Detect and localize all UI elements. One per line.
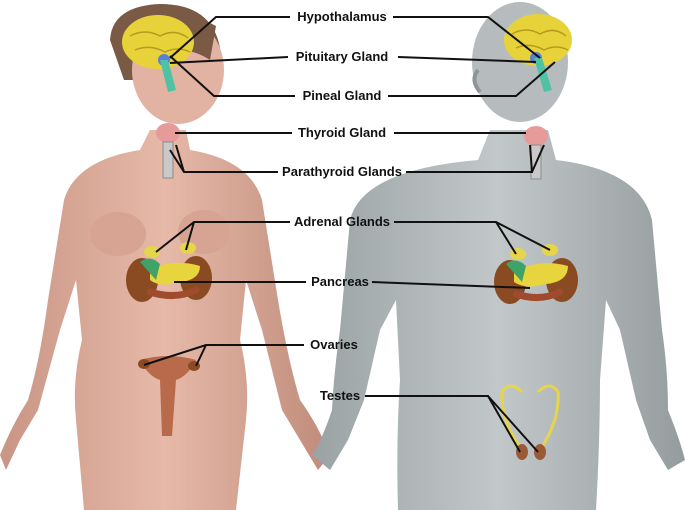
male-thyroid <box>524 126 548 146</box>
male-stomach <box>506 260 526 282</box>
leader-pineal-right <box>388 61 556 97</box>
leader-parathyroid-left <box>169 144 278 173</box>
female-stomach <box>140 258 160 280</box>
label-thyroid-gland: Thyroid Gland <box>297 125 387 140</box>
leader-pituitary-right <box>397 56 537 63</box>
male-testis-left <box>516 444 528 460</box>
male-figure <box>312 2 685 510</box>
male-vas-deferens <box>500 384 560 451</box>
female-trachea <box>162 141 174 179</box>
female-brain <box>122 15 194 69</box>
male-body <box>312 130 685 510</box>
label-testes: Testes <box>319 388 361 403</box>
female-breast-left <box>90 212 146 256</box>
label-pituitary-gland: Pituitary Gland <box>295 49 389 64</box>
female-brain-folds <box>129 31 191 53</box>
label-adrenal-glands: Adrenal Glands <box>293 214 391 229</box>
female-thyroid <box>156 123 180 143</box>
leader-pancreas-right <box>371 281 531 289</box>
male-ear <box>472 68 482 94</box>
leader-hypothalamus-right <box>393 16 541 59</box>
label-parathyroid-glands: Parathyroid Glands <box>282 164 402 179</box>
female-pancreas <box>150 262 200 285</box>
leader-ovaries <box>143 344 304 367</box>
female-adrenal-left <box>144 246 160 258</box>
female-intestine <box>146 286 200 299</box>
leader-hypothalamus-left <box>169 16 290 59</box>
female-adrenal-right <box>180 242 196 254</box>
leader-testes <box>365 395 539 453</box>
male-testis-right <box>534 444 546 460</box>
label-ovaries: Ovaries <box>310 337 358 352</box>
label-pancreas: Pancreas <box>311 274 369 289</box>
male-brainstem <box>534 58 552 92</box>
male-brain <box>504 14 572 66</box>
male-intestine <box>512 288 564 301</box>
leader-adrenal-right <box>394 221 551 255</box>
female-brainstem <box>160 60 176 92</box>
female-figure <box>0 4 330 510</box>
leader-parathyroid-right <box>406 144 545 173</box>
female-uterus <box>140 356 196 436</box>
male-pancreas <box>514 263 568 287</box>
female-body <box>0 130 330 510</box>
leader-pineal-left <box>169 55 295 97</box>
label-pineal-gland: Pineal Gland <box>302 88 382 103</box>
leader-adrenal-left <box>155 221 290 253</box>
leader-lines <box>143 16 556 453</box>
label-hypothalamus: Hypothalamus <box>297 9 387 24</box>
leader-pituitary-left <box>169 56 289 64</box>
